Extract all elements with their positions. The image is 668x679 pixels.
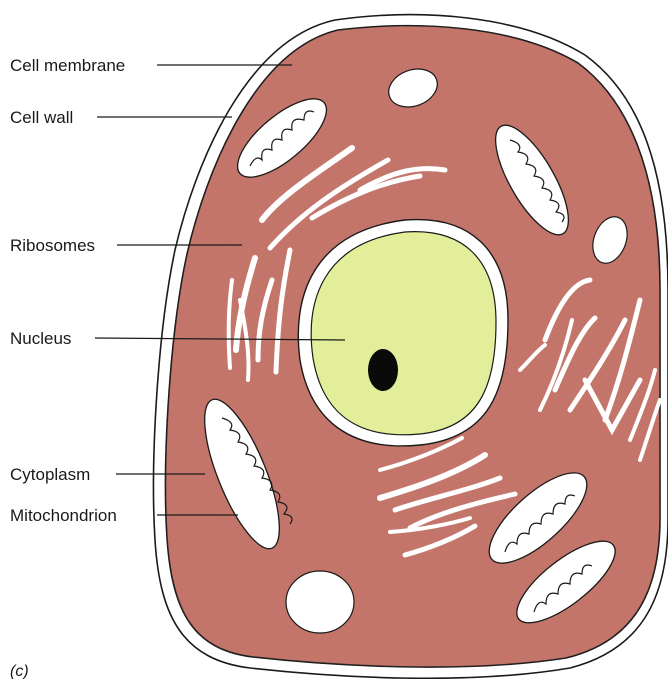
vacuole	[286, 571, 354, 633]
label-cytoplasm: Cytoplasm	[10, 465, 90, 484]
label-ribosomes: Ribosomes	[10, 236, 95, 255]
label-cell-membrane: Cell membrane	[10, 56, 125, 75]
label-cell-wall: Cell wall	[10, 108, 73, 127]
panel-label: (c)	[10, 663, 29, 679]
label-mitochondrion: Mitochondrion	[10, 506, 117, 525]
nucleus	[311, 232, 496, 435]
label-nucleus: Nucleus	[10, 329, 71, 348]
nucleolus	[368, 349, 398, 391]
